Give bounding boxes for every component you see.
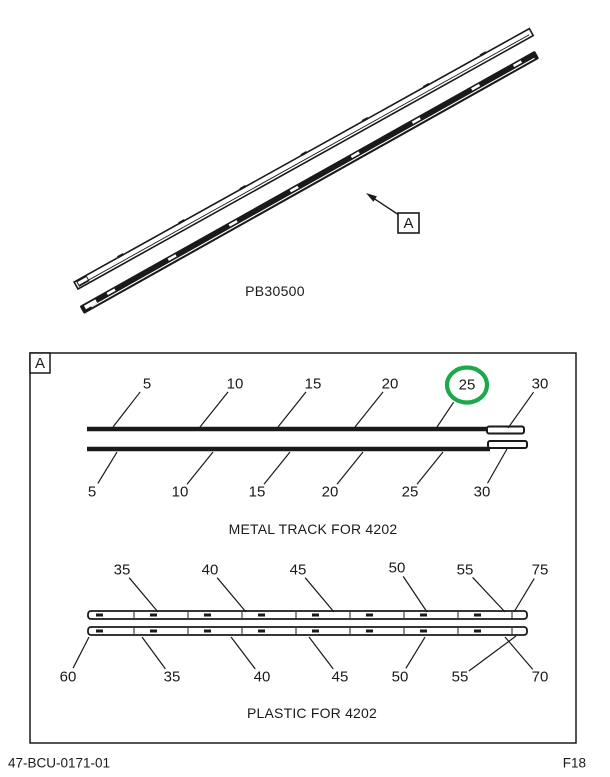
metal-track-caption: METAL TRACK FOR 4202 bbox=[229, 521, 398, 537]
detail-callout-label: A bbox=[403, 215, 413, 232]
detail-view-border bbox=[29, 352, 577, 744]
callout-leader-line bbox=[141, 636, 166, 670]
metal-track-upper-end-piece bbox=[486, 425, 525, 435]
callout-label[interactable]: 70 bbox=[532, 669, 549, 686]
detail-callout-box bbox=[397, 212, 420, 234]
upper-rail bbox=[73, 27, 535, 291]
callout-leader-line bbox=[199, 391, 229, 428]
callout-label[interactable]: 30 bbox=[532, 376, 549, 393]
callout-arrow-icon bbox=[366, 193, 400, 216]
callout-label[interactable]: 50 bbox=[389, 560, 406, 577]
callout-leader-line bbox=[336, 451, 364, 485]
callout-leader-line bbox=[128, 577, 159, 613]
callout-leader-line bbox=[354, 391, 384, 428]
callout-label[interactable]: 15 bbox=[249, 484, 266, 501]
callout-label[interactable]: 10 bbox=[227, 376, 244, 393]
lower-rail bbox=[80, 51, 539, 314]
callout-leader-line bbox=[416, 451, 444, 485]
callout-leader-line bbox=[487, 448, 508, 484]
callout-label[interactable]: 20 bbox=[322, 484, 339, 501]
callout-leader-line bbox=[230, 636, 256, 670]
plastic-top-callouts: 35 40 45 50 55 75 bbox=[114, 560, 549, 613]
callout-leader-line bbox=[402, 576, 428, 613]
callout-label[interactable]: 45 bbox=[290, 562, 307, 579]
plastic-bottom-bar bbox=[87, 626, 528, 636]
callout-leader-line bbox=[263, 451, 291, 485]
callout-label[interactable]: 30 bbox=[474, 484, 491, 501]
callout-leader-line bbox=[405, 636, 426, 669]
callout-label[interactable]: 45 bbox=[332, 669, 349, 686]
callout-label[interactable]: 50 bbox=[392, 669, 409, 686]
callout-label[interactable]: 20 bbox=[382, 376, 399, 393]
highlight-circle bbox=[444, 365, 490, 405]
callout-label[interactable]: 75 bbox=[532, 562, 549, 579]
callout-leader-line bbox=[304, 577, 335, 613]
plastic-track-diagram: 35 40 45 50 55 75 60 35 40 45 50 55 70 PLASTIC FOR … bbox=[60, 560, 549, 722]
page-footer: 47-BCU-0171-01 F18 bbox=[8, 756, 586, 771]
metal-top-callouts: 5 10 15 20 25 30 bbox=[112, 365, 549, 429]
page-reference: F18 bbox=[563, 756, 586, 771]
callout-label[interactable]: 40 bbox=[202, 562, 219, 579]
metal-track-diagram: 5 10 15 20 25 30 5 10 15 20 25 30 METAL TRACK FOR … bbox=[87, 365, 549, 537]
callout-label[interactable]: 40 bbox=[254, 669, 271, 686]
callout-leader-line bbox=[277, 391, 307, 428]
callout-leader-line bbox=[308, 636, 334, 670]
callout-label[interactable]: 35 bbox=[164, 669, 181, 686]
callout-label[interactable]: 35 bbox=[114, 562, 131, 579]
callout-leader-line bbox=[436, 401, 455, 428]
callout-leader-line bbox=[186, 451, 214, 485]
callout-label[interactable]: 15 bbox=[305, 376, 322, 393]
detail-view: A 5 10 15 20 25 30 5 10 15 20 25 30 METAL TRACK FO… bbox=[29, 352, 577, 744]
plastic-top-bar bbox=[87, 610, 528, 620]
callout-leader-line bbox=[112, 391, 141, 428]
plastic-bottom-callouts: 60 35 40 45 50 55 70 bbox=[60, 635, 549, 686]
callout-leader-line bbox=[507, 391, 535, 429]
part-number-label: PB30500 bbox=[245, 283, 305, 299]
callout-leader-line bbox=[97, 451, 118, 484]
callout-leader-line bbox=[513, 578, 535, 613]
detail-view-label: A bbox=[35, 355, 45, 372]
callout-leader-line bbox=[468, 635, 517, 672]
document-number: 47-BCU-0171-01 bbox=[8, 756, 110, 771]
plastic-track-caption: PLASTIC FOR 4202 bbox=[247, 705, 377, 721]
callout-label[interactable]: 55 bbox=[452, 669, 469, 686]
callout-label[interactable]: 5 bbox=[88, 484, 96, 501]
callout-leader-line bbox=[504, 636, 534, 670]
main-figure: A PB30500 bbox=[73, 27, 539, 314]
callout-leader-line bbox=[472, 576, 506, 613]
callout-leader-line bbox=[72, 636, 90, 669]
callout-label[interactable]: 10 bbox=[172, 484, 189, 501]
callout-label[interactable]: 25 bbox=[459, 377, 476, 394]
metal-bottom-callouts: 5 10 15 20 25 30 bbox=[88, 448, 508, 501]
metal-track-lower-end-piece bbox=[487, 440, 528, 449]
callout-leader-line bbox=[216, 577, 247, 613]
callout-label[interactable]: 25 bbox=[402, 484, 419, 501]
callout-label[interactable]: 55 bbox=[457, 562, 474, 579]
callout-label[interactable]: 5 bbox=[143, 376, 151, 393]
detail-view-label-box bbox=[29, 352, 51, 374]
callout-label[interactable]: 60 bbox=[60, 669, 77, 686]
